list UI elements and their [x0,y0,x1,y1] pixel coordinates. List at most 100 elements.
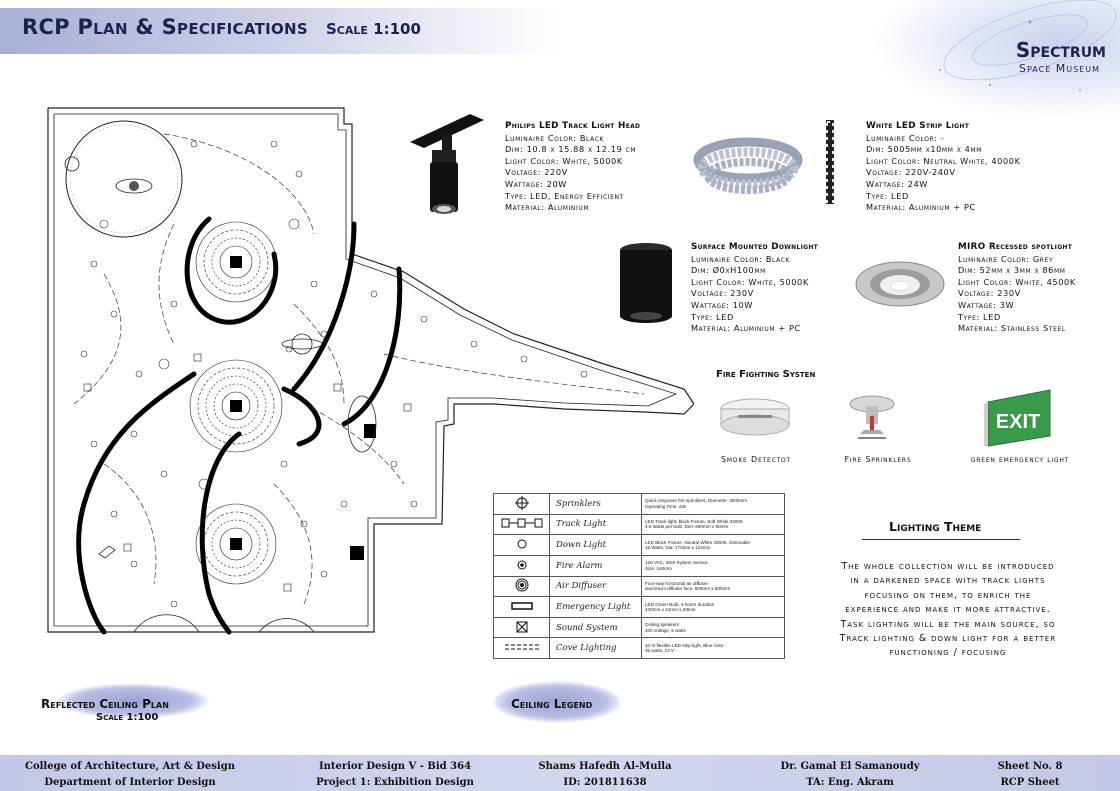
title-block-footer: College of Architecture, Art & Design De… [0,755,1120,791]
fire-sprinkler-icon [849,395,895,439]
footer-course: Interior Design V - Bid 364 Project 1: E… [300,759,490,791]
spec-line: Voltage: 220V-240V [866,167,956,178]
lighting-theme-line: Track lighting & down light for a better [839,633,1057,645]
plan-label-blob [58,684,208,718]
track-light-symbol-icon [493,513,550,536]
footer-sheet: Sheet No. 8 RCP Sheet [980,759,1080,791]
legend-name: Sprinklers [549,493,642,515]
legend-row: Air Diffuser Four-way horizontal air dif… [493,575,785,598]
spec-line: Type: LED [691,311,734,322]
air-diffuser-symbol-icon [493,575,550,598]
galaxy-backdrop [870,0,1120,120]
legend-desc: LED Track light, black Fixture, Soft Whi… [641,513,785,536]
legend-desc-line: 36 watts, 24 V [645,648,675,654]
recessed-spotlight-spec-title: MIRO Recessed spotlight [958,242,1073,252]
recessed-spotlight-spec: MIRO Recessed spotlight Luminaire Color:… [958,242,1076,335]
legend-desc: Quick response fire sprinklers, Diameter… [641,493,785,515]
legend-desc-line: Four-way horizontal air diffuser [645,580,708,586]
legend-name: Air Diffuser [549,575,642,598]
legend-desc-line: Size: 160mm [645,565,672,571]
legend-row: Track Light LED Track light, black Fixtu… [493,513,785,536]
fire-item-sprinklers: Fire Sprinklers [844,455,912,464]
spec-line: Light Color: White, 5000K [691,276,809,287]
footer-line: TA: Eng. Akram [806,777,894,788]
brand-name: Spectrum [1015,38,1106,62]
spec-line: Material: Aluminium + PC [866,202,976,213]
ceiling-legend-table: Sprinklers Quick response fire sprinkler… [493,493,785,659]
lighting-theme-line: focusing on them, to enrich the [864,589,1032,601]
legend-desc-line: aluminium diffuser face, 500mm x 500mm [645,586,731,592]
lighting-theme-line: experience and make it more attractive. [845,604,1051,616]
exit-sign-text: EXIT [996,411,1040,433]
lighting-theme-title: Lighting Theme [889,519,982,534]
surface-downlight-image [620,243,672,323]
footer-student: Shams Hafedh Al-Mulla ID: 201811638 [530,759,680,791]
lighting-theme-line: The whole collection will be introduced [841,561,1055,572]
legend-name: Fire Alarm [549,554,642,577]
footer-instructor: Dr. Gamal El Samanoudy TA: Eng. Akram [770,759,930,791]
legend-desc-line: 120 VAC, 3SM System Sensor [645,560,708,566]
surface-downlight-spec-title: Surface Mounted Downlight [691,242,819,252]
footer-line: College of Architecture, Art & Design [25,761,235,772]
spec-line: Type: LED, Energy Efficient [505,190,624,201]
spec-line: Wattage: 20W [505,178,568,189]
led-strip-spec-title: White LED Strip Light [866,121,970,131]
footer-line: Dr. Gamal El Samanoudy [780,761,920,772]
lighting-theme-text: The whole collection will be introduced … [812,560,1084,661]
legend-desc-line: Operating Time: 23s [645,503,687,509]
track-light-head-image [410,114,484,214]
legend-row: Cove Lighting 10 m flexible LED strip li… [493,637,785,659]
legend-name: Sound System [549,616,642,639]
lighting-theme-line: in a darkened space with track lights [850,575,1046,587]
legend-desc-line: Ceiling speakers [645,622,679,628]
fire-alarm-symbol-icon [493,554,550,577]
spec-line: Light Color: White, 5000K [505,155,623,166]
spec-line: Voltage: 220V [505,167,568,178]
legend-desc-line: 100 voltage, 8 watts [645,627,686,633]
legend-desc-line: 430mm x 41mm x 29mm [645,606,696,612]
page-title: RCP Plan & Specifications [22,15,308,39]
spec-line: Light Color: White, 4500K [958,276,1076,287]
legend-desc: 10 m flexible LED strip light, Blue colo… [641,637,785,659]
fire-item-smoke-detector: Smoke Detectot [720,455,792,464]
footer-line: ID: 201811638 [563,777,647,788]
spec-line: Dim: 52mm x 3mm x 86mm [958,265,1066,276]
emergency-light-symbol-icon [493,596,550,618]
footer-college: College of Architecture, Art & Design De… [20,759,240,791]
legend-row: Sprinklers Quick response fire sprinkler… [493,493,785,515]
spec-line: Voltage: 230V [958,288,1021,299]
footer-line: Department of Interior Design [44,777,216,788]
spec-line: Luminaire Color: Grey [958,253,1054,264]
plan-label-title: Reflected Ceiling Plan [41,697,169,711]
legend-label-title: Ceiling Legend [511,697,593,711]
lighting-theme-divider [862,539,1020,540]
spec-line: Dim: 5005mm x10mm x 4mm [866,144,982,155]
legend-row: Down Light LED Black Fixture, Neutral Wh… [493,534,785,556]
lighting-theme-line: functioning / focusing [889,647,1007,659]
spec-line: Type: LED [866,190,909,201]
legend-desc-line: 4.5 Watts per bulb, Dim: 680mm x 90mm [645,524,729,530]
brand-subtitle: Space Museum [1018,62,1100,75]
spec-line: Wattage: 10W [691,299,754,310]
sprinkler-symbol-icon [493,493,550,515]
spec-line: Luminaire Color: - [866,132,945,143]
smoke-detector-icon [720,398,790,436]
fire-fighting-title: Fire Fighting Systen [716,369,816,380]
spec-line: Dim: Ø0xH100mm [691,265,766,276]
space-swirl-icon [939,0,1117,91]
legend-desc-line: LED Green Bulb, 3 hours duration [645,601,715,607]
legend-name: Emergency Light [549,596,642,618]
fire-item-emergency-light: green emergency light [970,455,1070,464]
cove-lighting-symbol-icon [493,637,550,659]
header-band [0,8,560,54]
spec-line: Dim: 10.8 x 15.88 x 12.19 cm [505,144,637,155]
spec-line: Wattage: 24W [866,178,929,189]
legend-name: Down Light [549,534,642,556]
led-strip-spec: White LED Strip Light Luminaire Color: -… [866,121,1021,214]
legend-desc-line: LED Track light, black Fixture, Soft Whi… [645,519,744,525]
spec-line: Material: Aluminium [505,202,590,213]
legend-desc: LED Black Fixture, Neutral White 4000K, … [641,534,785,556]
